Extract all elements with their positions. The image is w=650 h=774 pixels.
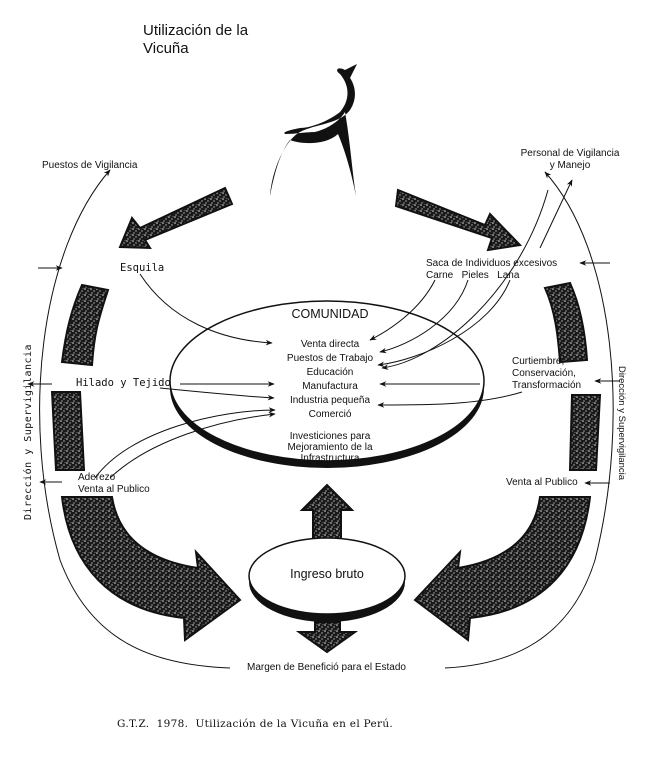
label-hilado-tejido: Hilado y Tejido bbox=[76, 377, 171, 389]
right-outer-arc bbox=[444, 171, 614, 669]
arrow-down-to-margen bbox=[295, 621, 359, 654]
vicuna-icon bbox=[270, 64, 357, 196]
label-direccion-right: Dirección y Supervigilancia bbox=[616, 366, 627, 481]
comunidad-disc bbox=[169, 300, 485, 468]
block-left-2 bbox=[50, 391, 86, 471]
arrow-top-left bbox=[118, 186, 234, 250]
comunidad-item: Puestos de Trabajo bbox=[286, 353, 374, 364]
comunidad-footer-line-2: Mejoramiento de la bbox=[287, 442, 373, 453]
arrow-top-right bbox=[394, 188, 523, 252]
label-personal-line-1: Personal de Vigilancia bbox=[520, 148, 620, 159]
comunidad-footer-line-1: Investiciones para bbox=[289, 431, 371, 442]
label-personal-vigilancia: Personal de Vigilancia y Manejo bbox=[510, 148, 630, 172]
arrow-bottom-right bbox=[413, 496, 592, 642]
block-right-2 bbox=[568, 394, 602, 471]
comunidad-item: Venta directa bbox=[300, 339, 360, 350]
comunidad-item: Manufactura bbox=[302, 381, 358, 392]
label-personal-line-2: y Manejo bbox=[549, 160, 591, 171]
comunidad-item: Industria pequeña bbox=[289, 395, 371, 406]
label-curtiembre-line-2: Conservación, bbox=[512, 368, 576, 379]
comunidad-footer-line-3: Infrastructura bbox=[300, 453, 360, 464]
title-line-2: Vicuña bbox=[143, 40, 189, 57]
diagram-title: Utilización de la Vicuña bbox=[143, 22, 248, 58]
block-right-1 bbox=[543, 281, 589, 364]
arrow-bottom-left bbox=[60, 496, 242, 642]
label-saca-individuos: Saca de Individuos excesivos Carne Piele… bbox=[426, 258, 557, 282]
label-saca-line-1: Saca de Individuos excesivos bbox=[426, 258, 558, 269]
comunidad-item: Educación bbox=[306, 367, 354, 378]
comunidad-footer: Investiciones para Mejoramiento de la In… bbox=[255, 431, 405, 464]
left-outer-arc bbox=[39, 169, 231, 669]
comunidad-heading: COMUNIDAD bbox=[291, 307, 369, 321]
label-puestos-vigilancia: Puestos de Vigilancia bbox=[42, 160, 138, 171]
label-venta-publico-right: Venta al Publico bbox=[506, 477, 578, 488]
label-margen-beneficio: Margen de Benefició para el Estado bbox=[247, 662, 406, 673]
title-line-1: Utilización de la bbox=[143, 22, 249, 39]
label-direccion-left: Dirección y Supervigilancia bbox=[23, 343, 34, 520]
figure-caption: G.T.Z. 1978. Utilización de la Vicuña en… bbox=[117, 718, 394, 730]
label-saca-line-2: Carne Pieles Lana bbox=[426, 270, 520, 281]
label-aderezo-line-1: Aderezo bbox=[78, 472, 116, 483]
block-left-1 bbox=[60, 283, 110, 367]
label-curtiembre-line-1: Curtiembre, bbox=[512, 356, 565, 367]
label-curtiembre-line-3: Transformación bbox=[512, 380, 582, 391]
label-curtiembre: Curtiembre, Conservación, Transformación bbox=[512, 356, 581, 392]
label-aderezo-line-2: Venta al Publico bbox=[78, 484, 150, 495]
comunidad-items: Venta directa Puestos de Trabajo Educaci… bbox=[255, 338, 405, 422]
label-aderezo: Aderezo Venta al Publico bbox=[78, 472, 150, 496]
ingreso-bruto-disc bbox=[248, 537, 406, 622]
comunidad-item: Comerció bbox=[308, 409, 352, 420]
label-esquila: Esquila bbox=[120, 262, 165, 274]
label-ingreso-bruto: Ingreso bruto bbox=[290, 567, 364, 581]
